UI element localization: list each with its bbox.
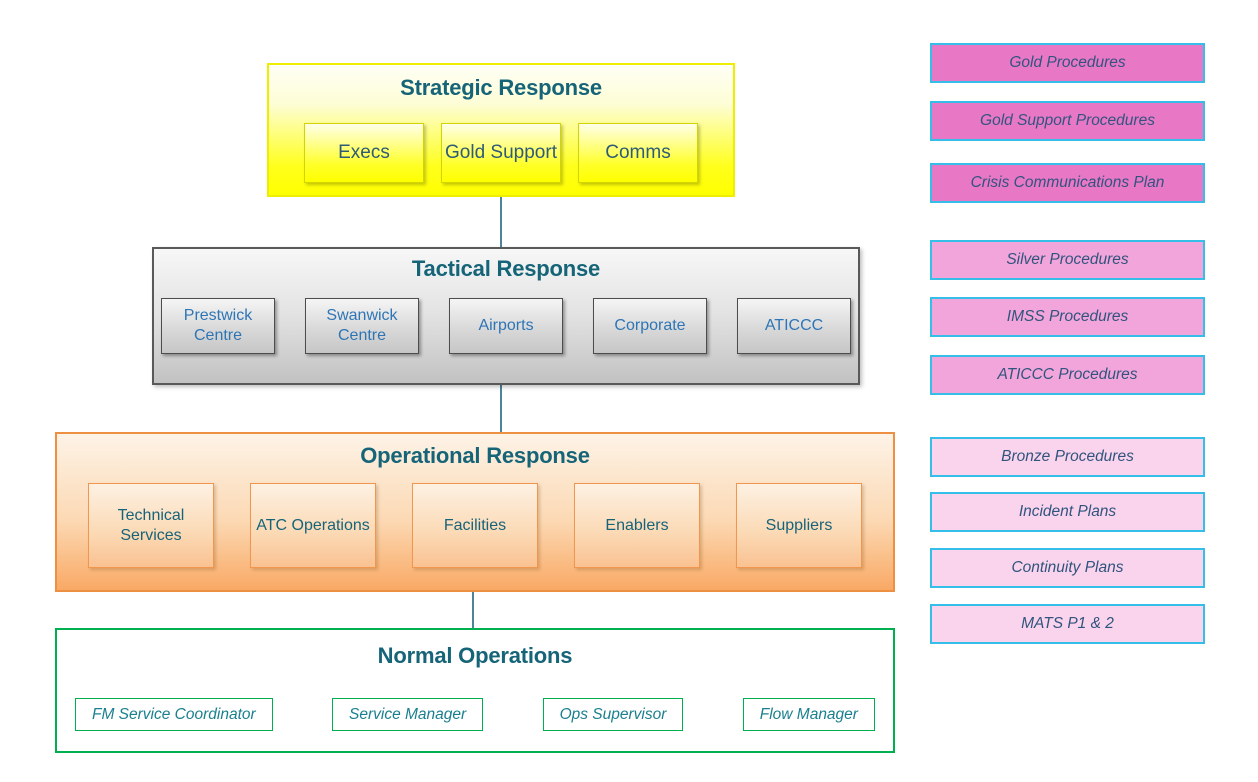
procedure-incident-plans: Incident Plans (930, 492, 1205, 532)
connector-strategic-tactical (500, 197, 502, 247)
role-service-manager: Service Manager (332, 698, 484, 731)
unit-suppliers: Suppliers (736, 483, 862, 568)
tier-tactical-response: Tactical Response Prestwick Centre Swanw… (152, 247, 860, 385)
tier-operational-response: Operational Response Technical Services … (55, 432, 895, 592)
procedure-mats-p1-2: MATS P1 & 2 (930, 604, 1205, 644)
role-flow-manager: Flow Manager (742, 698, 875, 731)
unit-prestwick-centre: Prestwick Centre (161, 298, 275, 354)
role-ops-supervisor: Ops Supervisor (542, 698, 684, 731)
unit-facilities: Facilities (412, 483, 538, 568)
strategic-response-title: Strategic Response (400, 75, 602, 100)
unit-enablers: Enablers (574, 483, 700, 568)
procedure-gold: Gold Procedures (930, 43, 1205, 83)
tier-normal-operations: Normal Operations FM Service Coordinator… (55, 628, 895, 753)
strategic-items: Execs Gold Support Comms (269, 123, 733, 183)
operational-response-title: Operational Response (360, 443, 590, 468)
procedure-continuity-plans: Continuity Plans (930, 548, 1205, 588)
normal-operations-title: Normal Operations (377, 643, 573, 668)
operational-items: Technical Services ATC Operations Facili… (57, 483, 893, 568)
unit-gold-support: Gold Support (441, 123, 561, 183)
normal-items: FM Service Coordinator Service Manager O… (57, 698, 893, 731)
unit-corporate: Corporate (593, 298, 707, 354)
tactical-response-title: Tactical Response (411, 256, 601, 281)
unit-swanwick-centre: Swanwick Centre (305, 298, 419, 354)
procedure-aticcc: ATICCC Procedures (930, 355, 1205, 395)
procedure-bronze: Bronze Procedures (930, 437, 1205, 477)
unit-execs: Execs (304, 123, 424, 183)
unit-comms: Comms (578, 123, 698, 183)
unit-aticcc: ATICCC (737, 298, 851, 354)
procedure-silver: Silver Procedures (930, 240, 1205, 280)
procedure-gold-support: Gold Support Procedures (930, 101, 1205, 141)
tactical-items: Prestwick Centre Swanwick Centre Airport… (154, 298, 858, 354)
tier-strategic-response: Strategic Response Execs Gold Support Co… (267, 63, 735, 197)
role-fm-service-coordinator: FM Service Coordinator (75, 698, 273, 731)
connector-tactical-operational (500, 385, 502, 432)
unit-technical-services: Technical Services (88, 483, 214, 568)
procedure-imss: IMSS Procedures (930, 297, 1205, 337)
unit-airports: Airports (449, 298, 563, 354)
procedure-crisis-communications: Crisis Communications Plan (930, 163, 1205, 203)
connector-operational-normal (472, 592, 474, 628)
unit-atc-operations: ATC Operations (250, 483, 376, 568)
